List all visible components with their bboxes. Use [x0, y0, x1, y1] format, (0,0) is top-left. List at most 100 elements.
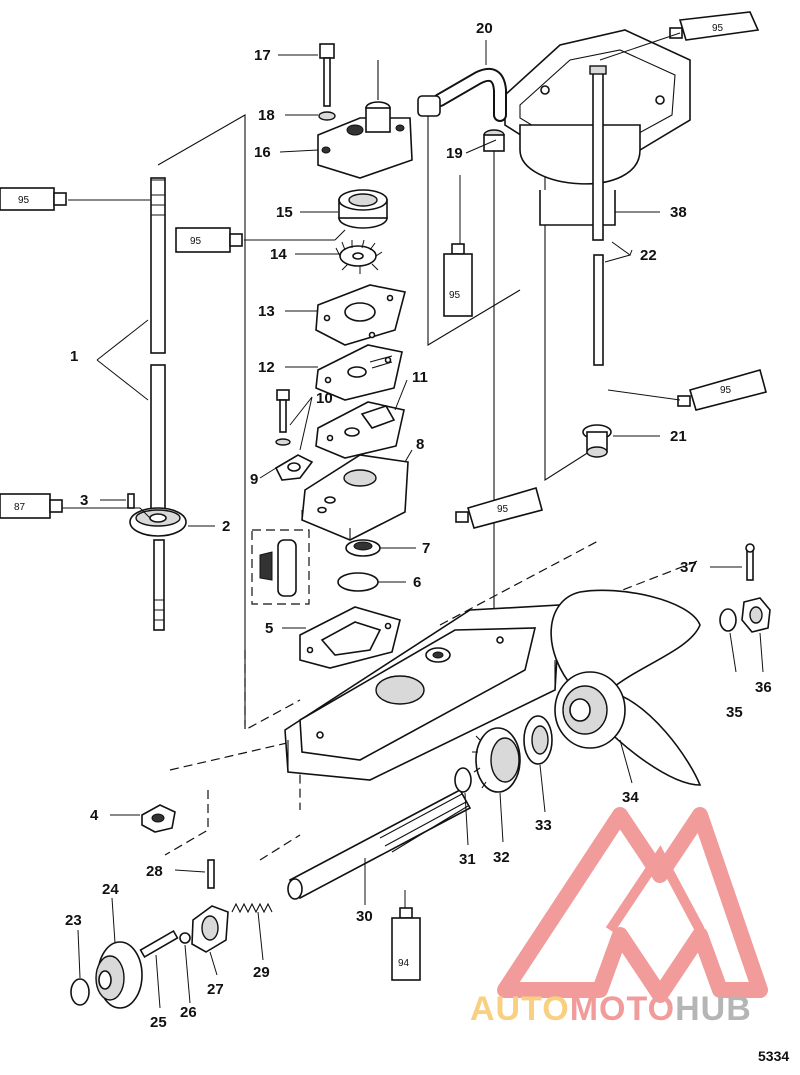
- key-part-3: [127, 493, 135, 509]
- sealant-tube-label: 95: [712, 23, 724, 34]
- callout-14: 14: [270, 246, 287, 263]
- sealant-tube-95-impeller: 95: [175, 227, 243, 253]
- face-plate-part-12: [315, 344, 403, 401]
- bearing-part-33: [523, 715, 553, 765]
- grommet-part-21: [582, 424, 612, 458]
- callout-34: 34: [622, 789, 639, 806]
- callout-13: 13: [258, 303, 275, 320]
- callout-12: 12: [258, 359, 275, 376]
- callout-33: 33: [535, 817, 552, 834]
- detent-ball-part-26: [179, 932, 191, 944]
- clutch-part-27: [191, 905, 229, 953]
- sealant-tube-label: 95: [497, 504, 509, 515]
- washer-part-35: [719, 608, 737, 632]
- thrust-ring-part-31: [454, 767, 472, 793]
- callout-27: 27: [207, 981, 224, 998]
- callout-35: 35: [726, 704, 743, 721]
- callout-37: 37: [680, 559, 697, 576]
- pump-base-part-8: [301, 454, 409, 541]
- automotohub-watermark-logo: AUTOMOTOHUB: [470, 807, 768, 1028]
- callout-1: 1: [70, 348, 78, 365]
- screw-part-10: [275, 389, 291, 446]
- callout-29: 29: [253, 964, 270, 981]
- prop-nut-part-36: [741, 597, 771, 633]
- callout-7: 7: [422, 540, 430, 557]
- watermark-moto: MOTO: [570, 990, 675, 1028]
- figure-number: 5334: [758, 1048, 790, 1064]
- propeller-part-34: [550, 589, 702, 786]
- seal-detail-inset: [251, 529, 310, 605]
- cross-pin-part-25: [139, 929, 179, 959]
- sealant-tube-label: 95: [18, 195, 30, 206]
- callout-31: 31: [459, 851, 476, 868]
- callout-20: 20: [476, 20, 493, 37]
- callout-10: 10: [316, 390, 333, 407]
- seal-part-9: [274, 454, 314, 481]
- callout-38: 38: [670, 204, 687, 221]
- sealant-tube-95-top-right: 95: [669, 11, 760, 41]
- o-ring-part-6: [337, 572, 379, 592]
- sealant-tube-label: 95: [720, 385, 732, 396]
- callout-17: 17: [254, 47, 271, 64]
- callout-25: 25: [150, 1014, 167, 1031]
- svg-text:AUTOMOTOHUB: AUTOMOTOHUB: [470, 990, 752, 1028]
- callout-4: 4: [90, 807, 99, 824]
- pin-part-28: [207, 859, 215, 889]
- callout-24: 24: [102, 881, 119, 898]
- shift-rod-part-22: [589, 65, 607, 366]
- reverse-gear-part-24: [95, 941, 143, 1009]
- callout-11: 11: [412, 369, 428, 386]
- callout-2: 2: [222, 518, 230, 535]
- impeller-part-14: [335, 239, 383, 274]
- gasket-part-13: [315, 284, 406, 346]
- callout-36: 36: [755, 679, 772, 696]
- watermark-auto: AUTO: [470, 990, 570, 1028]
- callout-15: 15: [276, 204, 293, 221]
- pinion-gear-part-4: [141, 804, 176, 833]
- watermark-hub: HUB: [675, 990, 752, 1028]
- callout-30: 30: [356, 908, 373, 925]
- gasket-part-5: [299, 606, 401, 669]
- sealant-tube-94: 94: [391, 907, 421, 981]
- bearing-part-2: [129, 507, 187, 537]
- pump-housing-part-16: [317, 101, 413, 179]
- callout-3: 3: [80, 492, 88, 509]
- screw-part-17: [319, 43, 335, 107]
- callout-22: 22: [640, 247, 657, 264]
- washer-part-18: [318, 111, 336, 121]
- sealant-tube-label: 94: [398, 958, 410, 969]
- propeller-shaft-part-30: [287, 788, 472, 900]
- sealant-tube-87: 87: [0, 493, 63, 519]
- callout-32: 32: [493, 849, 510, 866]
- sealant-tube-95-left-upper: 95: [0, 187, 67, 211]
- callout-5: 5: [265, 620, 273, 637]
- callout-21: 21: [670, 428, 687, 445]
- callout-18: 18: [258, 107, 275, 124]
- callout-19: 19: [446, 145, 463, 162]
- thrust-washer-part-23: [70, 978, 90, 1006]
- callout-23: 23: [65, 912, 82, 929]
- callout-9: 9: [250, 471, 258, 488]
- cotter-pin-part-37: [745, 543, 755, 581]
- leader-lines: [62, 32, 764, 1009]
- callout-8: 8: [416, 436, 424, 453]
- gasket-part-11: [315, 401, 405, 459]
- callout-16: 16: [254, 144, 271, 161]
- sealant-tube-95-seal: 95: [455, 487, 543, 529]
- sealant-tube-label: 95: [190, 236, 202, 247]
- gearcase-housing: [284, 604, 561, 781]
- sealant-tube-label: 87: [14, 502, 26, 513]
- sealant-tube-95-vertical: 95: [443, 243, 473, 317]
- sealant-tube-label: 95: [449, 290, 461, 301]
- spring-part-29: [231, 902, 273, 914]
- callout-6: 6: [413, 574, 421, 591]
- callout-numbers: 1 2 3 4 5 6 7 8 9 10 11 12 13 14 15 16 1…: [65, 20, 772, 1031]
- forward-gear-part-32: [472, 727, 521, 793]
- callout-28: 28: [146, 863, 163, 880]
- oil-seal-part-7: [345, 539, 381, 557]
- driveshaft-part-1: [150, 177, 166, 631]
- water-tube-part-20: [417, 68, 507, 152]
- impeller-insert-part-15: [338, 189, 388, 229]
- callout-26: 26: [180, 1004, 197, 1021]
